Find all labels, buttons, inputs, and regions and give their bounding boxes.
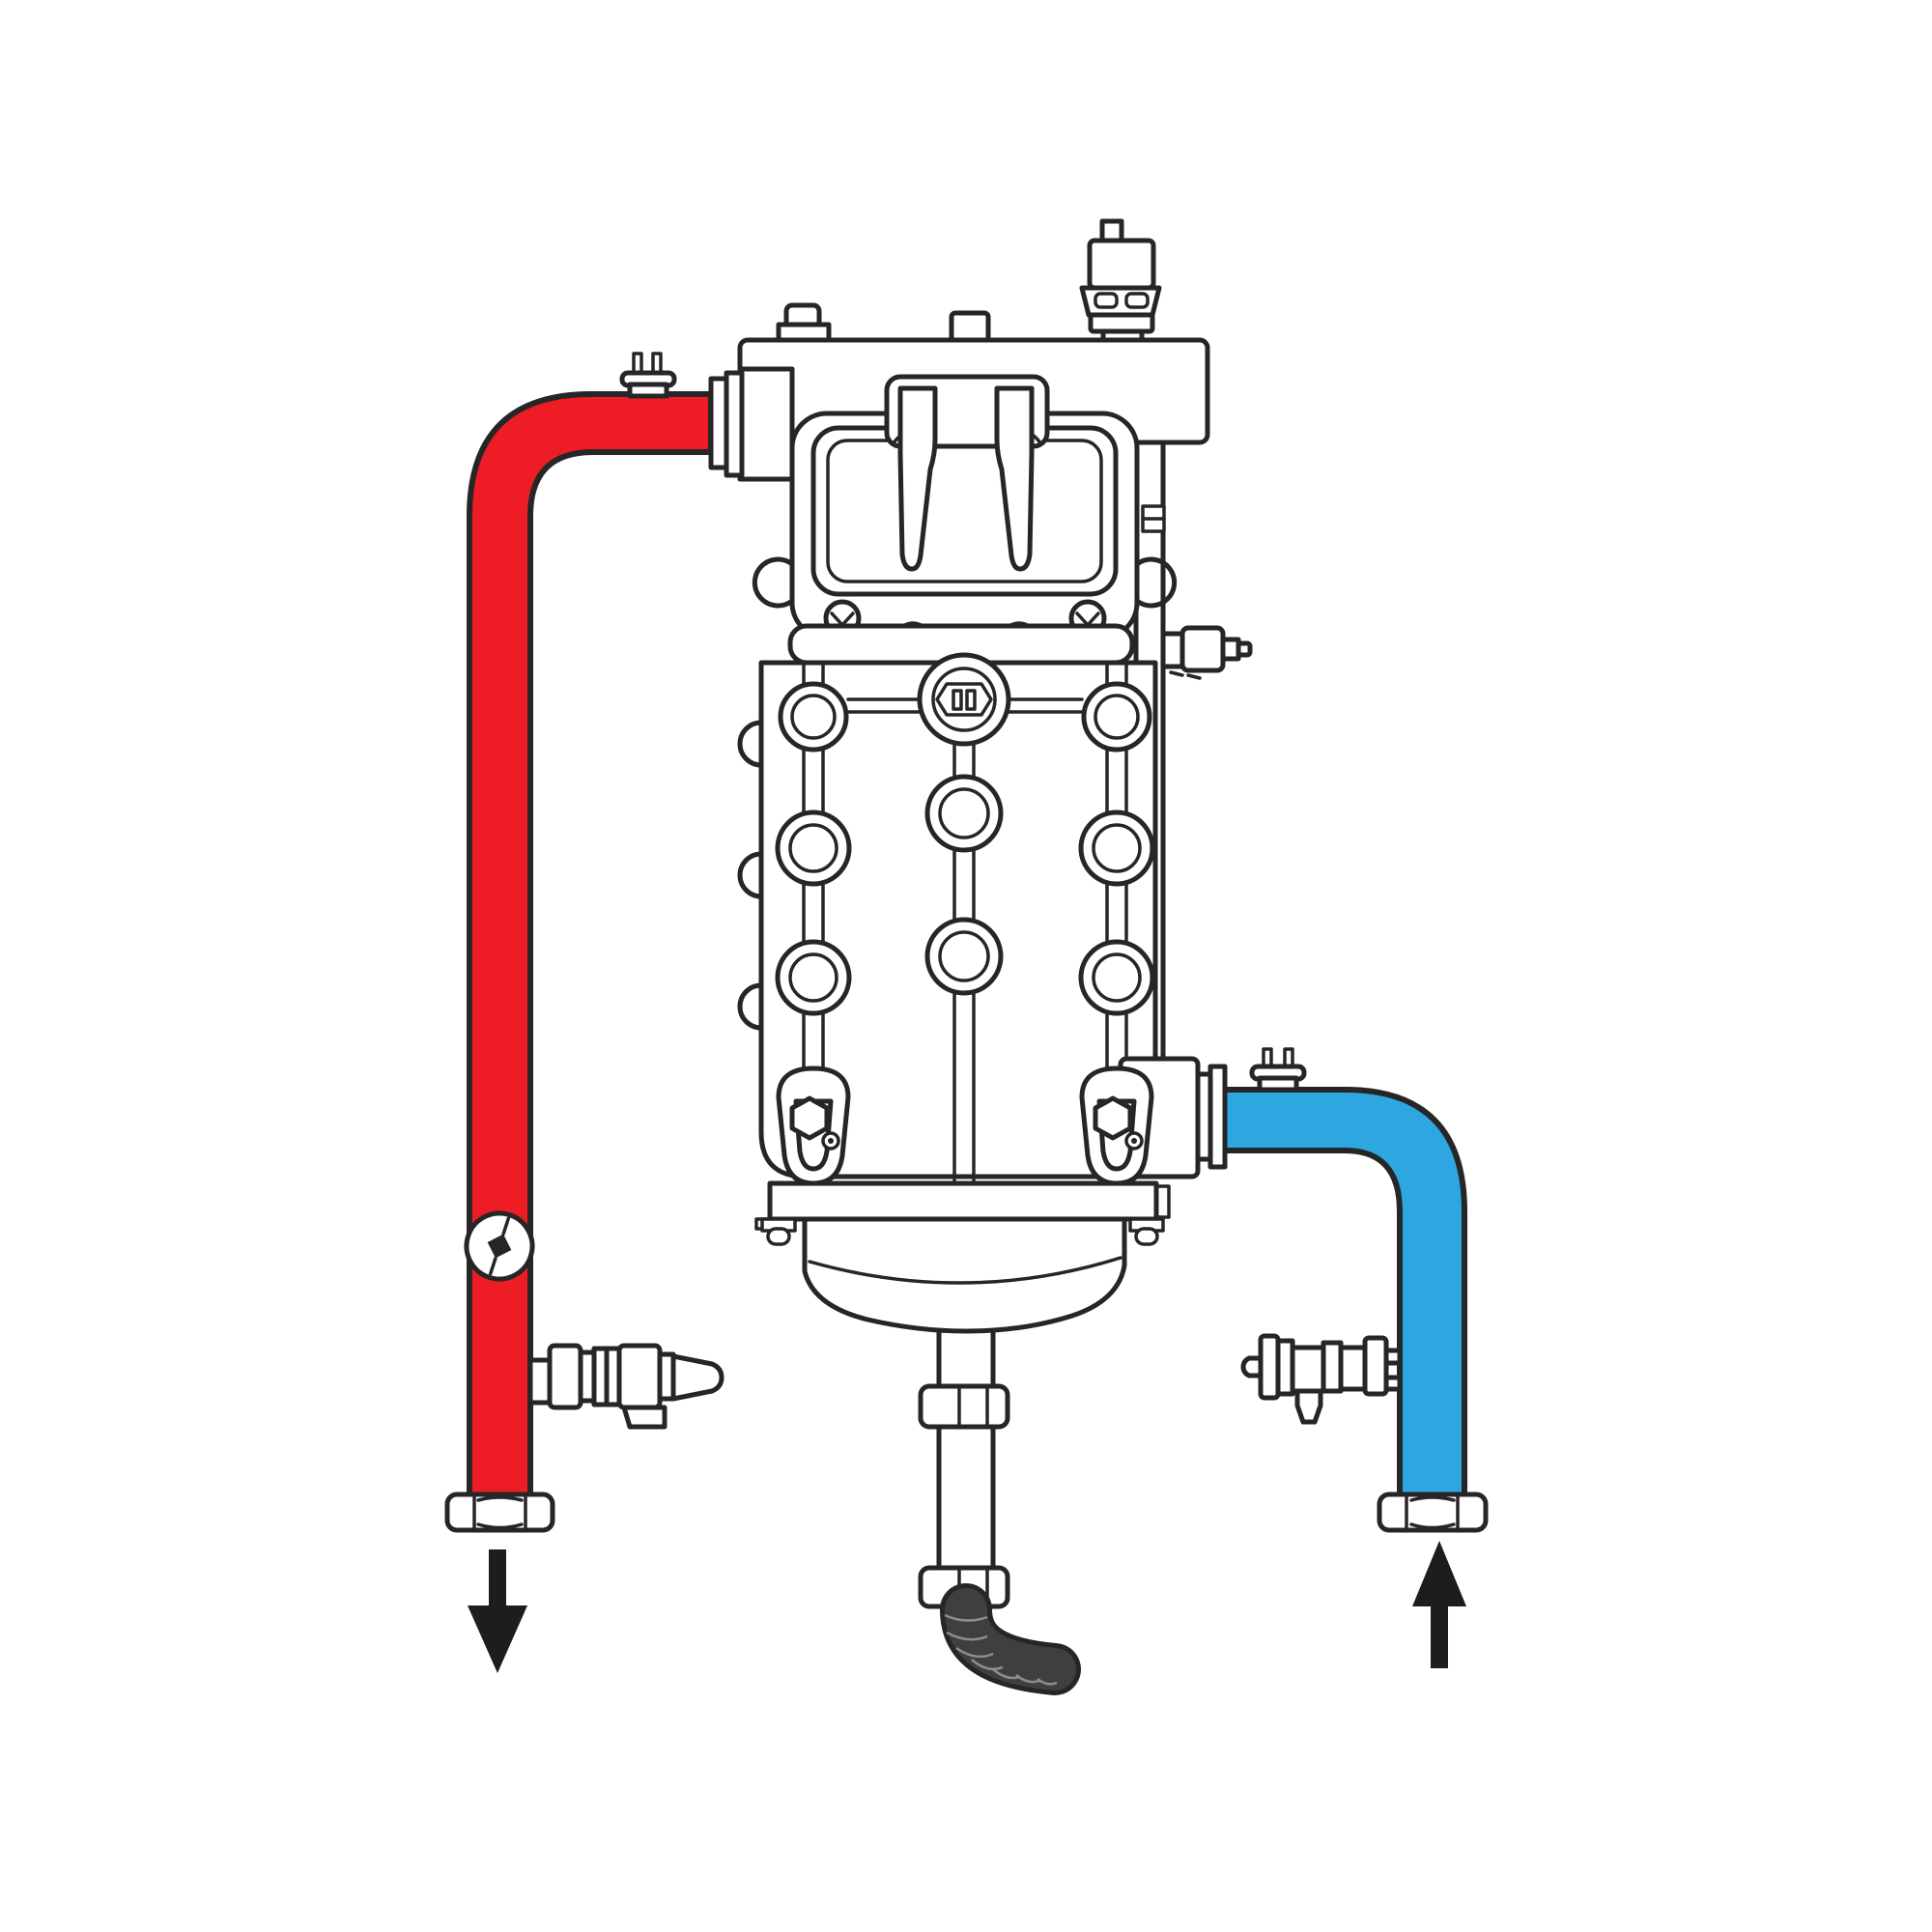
sensor-band — [1088, 312, 1155, 334]
outlet-flange2 — [724, 370, 745, 478]
side-nipple-fitting — [1160, 625, 1253, 680]
clamp-hex-left — [789, 1095, 830, 1141]
pressure-sensor — [1079, 218, 1162, 348]
outlet-pipe — [467, 391, 714, 1498]
cover-bump-right — [1134, 556, 1178, 609]
fork-prong-left — [897, 385, 938, 572]
clamp-hex-right — [1093, 1095, 1133, 1141]
inlet-flange2 — [1208, 1064, 1228, 1170]
quick-connect-fitting-outlet — [527, 1343, 724, 1430]
inlet-end-nut — [1377, 1492, 1489, 1533]
down-arrow-icon — [468, 1549, 527, 1673]
mounting-plate — [767, 1180, 1159, 1222]
coupling-nut-upper — [918, 1383, 1010, 1430]
clamp-yokes — [776, 1065, 1154, 1186]
nipple-body — [1179, 625, 1226, 673]
cover-bump-left — [752, 556, 795, 609]
filler-cap-boss — [776, 302, 832, 345]
check-valve-indicator — [464, 1210, 535, 1282]
reed-fork — [884, 374, 1050, 572]
drain-hose — [940, 1583, 1081, 1695]
sensor-body — [1087, 238, 1156, 291]
bowl-shell — [802, 1216, 1127, 1334]
nipple-tip — [1236, 640, 1253, 658]
outlet-end-nut — [444, 1492, 555, 1533]
fork-prong-right — [994, 385, 1035, 572]
drain-assembly — [918, 1327, 1081, 1695]
inlet-line — [1195, 1047, 1489, 1668]
ring-columns — [775, 652, 1155, 1185]
up-arrow-icon — [1412, 1541, 1466, 1668]
nipple-stub — [1160, 631, 1185, 669]
quick-connect-fitting-inlet — [1240, 1333, 1403, 1425]
pump-assembly — [737, 218, 1253, 1695]
bleed-screw-outlet — [619, 352, 677, 399]
sediment-bowl — [802, 1216, 1127, 1334]
bowl-seam — [808, 1256, 1122, 1285]
center-hex-bolt — [917, 652, 1011, 747]
outlet-line — [444, 352, 745, 1673]
inlet-port-block — [737, 366, 795, 482]
sensor-window-right — [1124, 292, 1150, 309]
bleed-screw-inlet — [1249, 1047, 1307, 1093]
inlet-pipe — [1220, 1087, 1467, 1498]
sensor-window-left — [1094, 292, 1119, 309]
